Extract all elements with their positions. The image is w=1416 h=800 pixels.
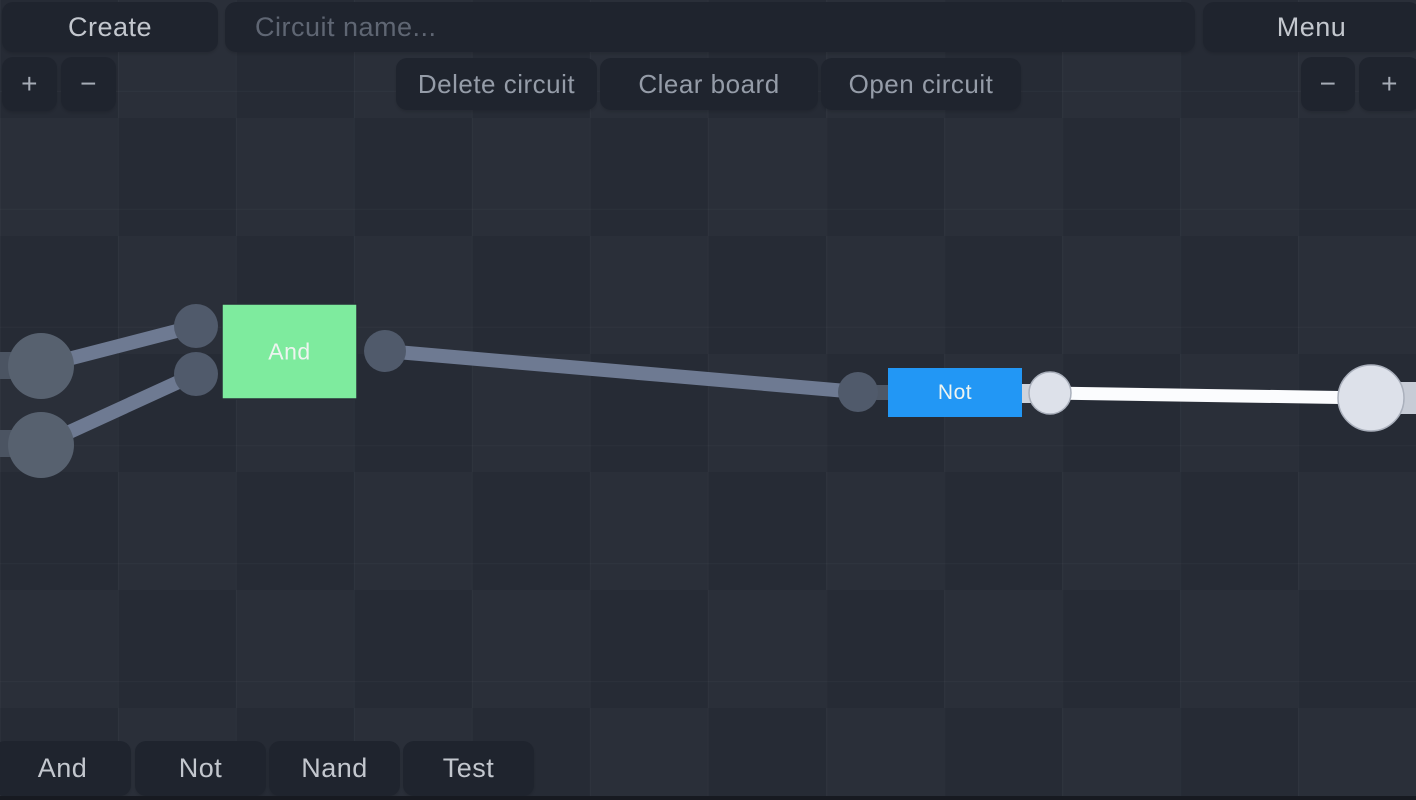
wire-and-not[interactable] [384,344,859,399]
zoom-out-left-button[interactable]: − [61,57,116,111]
wire-not-output[interactable] [1049,386,1372,405]
palette-item-and[interactable]: And [0,741,131,796]
not-output-node[interactable] [1028,371,1072,415]
bottom-edge [0,796,1416,800]
palette-item-test[interactable]: Test [403,741,534,796]
palette-item-nand[interactable]: Nand [269,741,400,796]
create-button[interactable]: Create [2,2,218,52]
output-lamp[interactable] [1337,364,1405,432]
zoom-in-right-button[interactable]: + [1359,57,1416,111]
zoom-out-right-button[interactable]: − [1301,57,1355,111]
circuit-name-input[interactable] [225,2,1195,52]
and-gate-label: And [268,339,310,365]
palette-item-not[interactable]: Not [135,741,266,796]
and-input-node-1[interactable] [174,304,218,348]
not-gate-label: Not [938,381,972,404]
menu-button[interactable]: Menu [1203,2,1416,52]
input-switch-2[interactable] [8,412,74,478]
and-input-node-2[interactable] [174,352,218,396]
not-gate[interactable] [888,368,1022,417]
and-gate[interactable] [221,303,358,400]
input-switch-1[interactable] [8,333,74,399]
not-input-node[interactable] [838,372,878,412]
clear-board-button[interactable]: Clear board [600,58,818,110]
zoom-in-left-button[interactable]: + [2,57,57,111]
delete-circuit-button[interactable]: Delete circuit [396,58,597,110]
and-output-node[interactable] [364,330,406,372]
open-circuit-button[interactable]: Open circuit [821,58,1021,110]
